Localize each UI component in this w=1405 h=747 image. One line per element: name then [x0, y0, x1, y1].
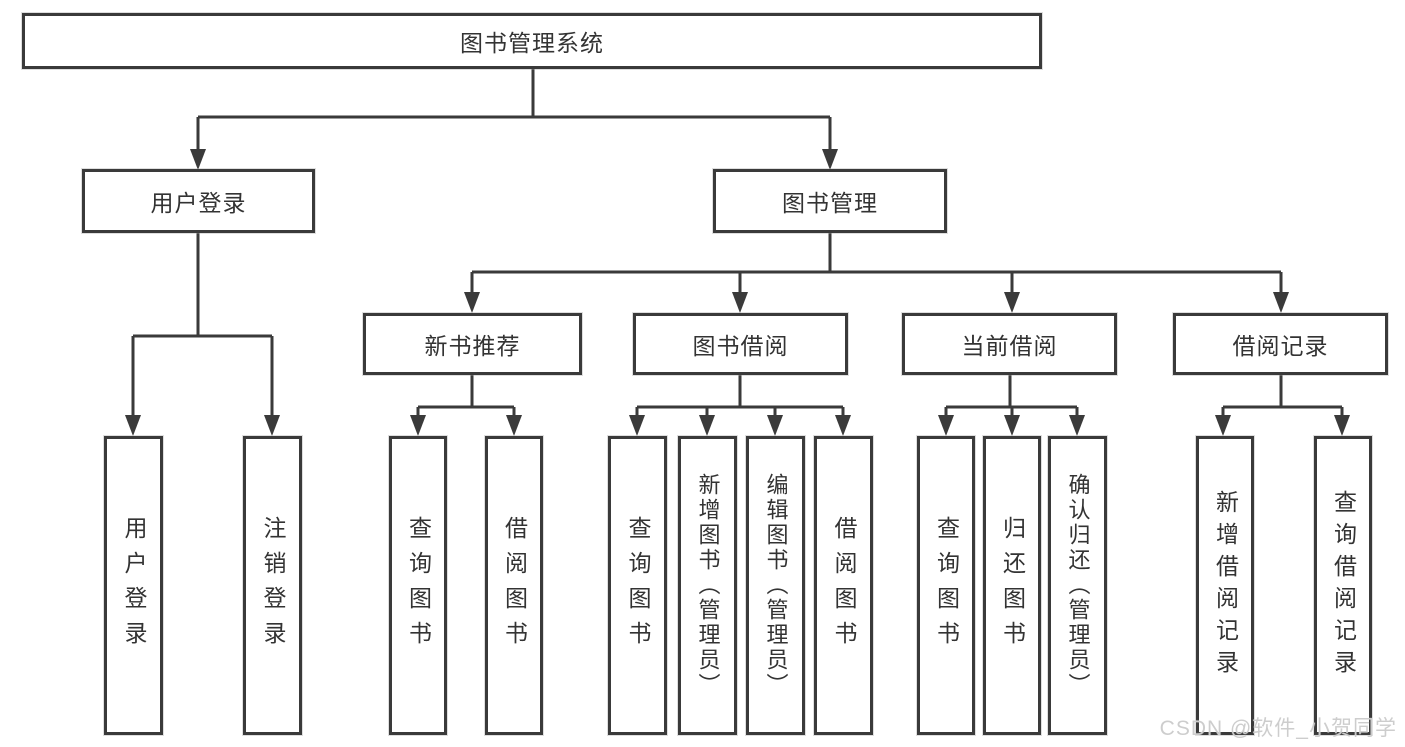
node-user-login: 用户登录	[82, 169, 315, 233]
node-book-management: 图书管理	[713, 169, 947, 233]
node-new-book-recommend: 新书推荐	[363, 313, 582, 375]
arrowheads	[125, 149, 1350, 436]
leaf-return-books: 归还图书	[983, 436, 1041, 735]
csdn-watermark: CSDN @软件_小贺同学	[1159, 717, 1397, 740]
leaf-query-books-borrowing: 查询图书	[608, 436, 667, 735]
node-root-system: 图书管理系统	[22, 13, 1042, 69]
leaf-logout: 注销登录	[243, 436, 302, 735]
leaf-confirm-return-admin: 确认归还（管理员）	[1048, 436, 1107, 735]
leaf-add-books-admin: 新增图书（管理员）	[678, 436, 737, 735]
leaf-query-books-current: 查询图书	[917, 436, 975, 735]
leaf-edit-books-admin: 编辑图书（管理员）	[746, 436, 805, 735]
leaf-user-login: 用户登录	[104, 436, 163, 735]
node-book-borrowing: 图书借阅	[633, 313, 848, 375]
leaf-add-borrow-record: 新增借阅记录	[1196, 436, 1254, 735]
node-current-borrowing: 当前借阅	[902, 313, 1117, 375]
leaf-query-books-recommend: 查询图书	[389, 436, 447, 735]
node-borrowing-records: 借阅记录	[1173, 313, 1388, 375]
leaf-borrow-books-recommend: 借阅图书	[485, 436, 543, 735]
leaf-borrow-books-borrowing: 借阅图书	[814, 436, 873, 735]
leaf-query-borrow-record: 查询借阅记录	[1314, 436, 1372, 735]
